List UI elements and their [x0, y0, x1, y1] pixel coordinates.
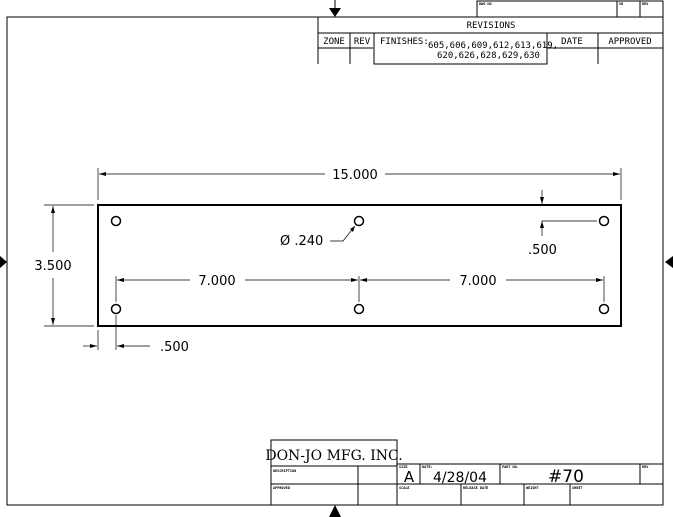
- revisions-title: REVISIONS: [467, 21, 516, 31]
- title-block: DON-JO MFG. INC. DESCRIPTION APPROVED SI…: [265, 439, 663, 505]
- overall-height-dimension: 3.500: [34, 259, 71, 274]
- hole: [110, 303, 122, 315]
- date-label: DATE:: [422, 465, 433, 469]
- rev-label: REV: [642, 2, 649, 6]
- description-label: DESCRIPTION: [273, 469, 296, 473]
- center-mark-bottom-icon: [329, 505, 341, 517]
- center-mark-left-icon: [0, 256, 7, 268]
- approved-header: APPROVED: [608, 37, 651, 47]
- company-name: DON-JO MFG. INC.: [265, 448, 402, 464]
- dimensions: 15.000 3.500 Ø .240 .500 7.000 7.000: [34, 168, 622, 355]
- center-mark-right-icon: [665, 256, 673, 268]
- rev-label: REV: [642, 465, 649, 469]
- left-spacing-dimension: 7.000: [198, 274, 235, 289]
- date-header: DATE: [561, 37, 583, 47]
- finishes-line-1: 605,606,609,612,613,619,: [428, 41, 558, 51]
- right-spacing-dimension: 7.000: [459, 274, 496, 289]
- overall-length-dimension: 15.000: [332, 168, 378, 183]
- hole: [353, 303, 365, 315]
- hole: [353, 215, 365, 227]
- zone-header: ZONE: [323, 37, 345, 47]
- size-value: A: [404, 468, 415, 486]
- hole: [110, 215, 122, 227]
- approved-label: APPROVED: [273, 486, 290, 490]
- finishes-line-2: 620,626,628,629,630: [437, 51, 540, 61]
- hole-diameter-callout: Ø .240: [280, 234, 323, 249]
- part-no-label: PART NO.: [502, 465, 519, 469]
- finishes-label: FINISHES:: [380, 37, 429, 47]
- weight-label: WEIGHT: [526, 486, 539, 490]
- hole: [598, 303, 610, 315]
- revisions-table: DWG NO SH REV REVISIONS ZONE REV DATE AP…: [317, 0, 664, 65]
- sh-label: SH: [619, 2, 623, 6]
- rev-header: REV: [354, 37, 371, 47]
- part-outline: [97, 204, 622, 327]
- size-label: SIZE: [399, 465, 407, 469]
- date-value: 4/28/04: [433, 470, 487, 486]
- dwg-no-label: DWG NO: [479, 2, 492, 6]
- top-offset-dimension: .500: [528, 243, 557, 258]
- release-date-label: RELEASE DATE: [463, 486, 488, 490]
- scale-label: SCALE: [399, 486, 410, 490]
- center-mark-top-icon: [329, 8, 341, 17]
- hole: [598, 215, 610, 227]
- part-no-value: #70: [548, 467, 584, 487]
- side-offset-dimension: .500: [160, 340, 189, 355]
- sheet-label: SHEET: [572, 486, 583, 490]
